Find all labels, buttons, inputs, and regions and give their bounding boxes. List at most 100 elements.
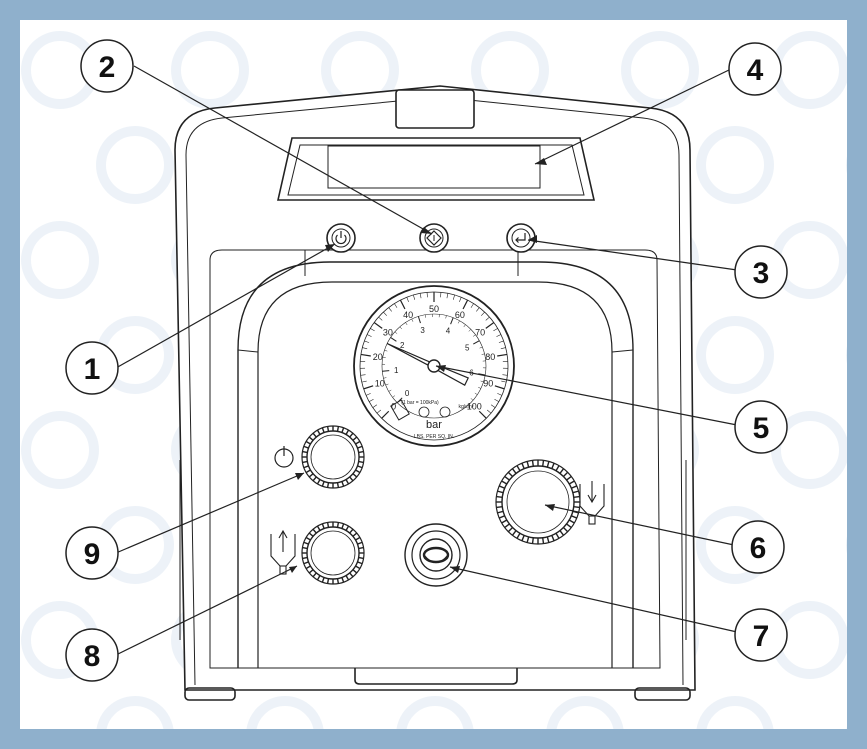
gauge-tick [394,303,398,308]
knob-knurl [498,515,506,519]
svg-text:8: 8 [84,640,101,673]
gauge-bar-label: 5 [465,343,470,352]
watermark-ring [546,696,624,749]
gauge-bar-label: 4 [446,327,451,336]
gauge-psi-label: 20 [373,352,383,362]
gauge-bar-tick [474,392,478,395]
callout-4: 4 [728,42,782,96]
knob-knurl [526,536,530,543]
gauge-tick [476,307,480,312]
gauge-psi-label: 60 [455,310,465,320]
gauge-tick [498,340,504,343]
gauge-bar-tick [394,331,398,334]
knob-knurl [559,530,565,536]
gauge-tick [378,316,383,321]
gauge-bar-tick [480,380,484,383]
svg-text:3: 3 [753,257,770,290]
svg-text:5: 5 [753,412,770,445]
gauge-bar-tick [390,337,397,342]
gauge-tick [364,340,370,343]
knob-knurl [511,530,517,536]
gauge-bar-tick [392,395,396,398]
knob-knurl [551,534,555,542]
gauge-bar-tick [425,314,427,318]
knob-knurl [573,506,580,509]
gauge-bar-tick [388,389,392,392]
syringe-up-icon [270,529,296,575]
gauge-tick [462,299,469,310]
gauge-tick [388,307,392,312]
gauge-bar-tick [385,383,389,386]
air-outlet-fitting[interactable] [404,523,468,587]
gauge-tick [485,316,490,321]
display-window [276,137,596,201]
gauge-bar-tick [463,324,466,328]
knob-knurl [542,537,545,544]
gauge-bar-tick [382,356,386,358]
gauge-stop-pin [390,399,410,421]
gauge-screw-right [439,406,451,418]
gauge-tick [372,404,378,408]
gauge-ticks [360,292,508,419]
gauge-bar-tick [383,377,387,379]
gauge-tick [360,374,366,376]
gauge-bar-tick [481,353,485,355]
knob-knurl [570,515,578,519]
gauge-tick [486,409,492,414]
callout-3: 3 [734,245,788,299]
callout-6: 6 [731,520,785,574]
pressure-knob[interactable] [495,459,581,545]
knob-knurl [551,462,555,470]
watermark-ring [771,411,849,489]
knob-knurl [572,490,579,494]
knob-knurl [516,465,521,472]
knob-knurl [559,468,565,474]
vacuum-knob[interactable] [301,521,365,585]
gauge-tick [481,311,485,316]
gauge-tick [362,347,368,350]
knob-knurl [542,460,545,467]
gauge-tick [373,322,383,329]
knob-knurl [498,485,506,489]
leader-lines [115,65,738,656]
gauge-tick [497,393,503,396]
watermark-ring [96,696,174,749]
watermark-ring [621,31,699,109]
gauge-tick [383,311,387,316]
watermark-ring [246,696,324,749]
timer-knob[interactable] [301,425,365,489]
knob-knurl [562,471,569,478]
gauge-bar-tick [399,326,403,330]
gauge-psi-label: 0 [391,401,396,411]
callout-5: 5 [734,400,788,454]
svg-text:6: 6 [750,532,767,565]
gauge-tick [419,293,422,299]
gauge-psi-label: 40 [403,310,413,320]
gauge-tick [399,299,406,310]
gauge-bar-tick [405,322,408,326]
knob-knurl [516,532,521,539]
gauge-bar-tick [384,349,388,352]
watermark-ring [696,316,774,394]
knob-knurl [501,480,508,485]
watermark-ring [21,221,99,299]
gauge-bar-label: 0 [405,389,410,398]
knob-knurl [521,462,525,470]
syringe-down-icon [579,481,605,525]
gauge-tick [369,398,374,402]
gauge-tick [452,294,455,300]
gauge-tick [406,297,409,302]
gauge-tick [361,380,367,383]
knob-knurl [570,485,578,489]
knob-knurl [555,532,560,539]
watermark-ring [396,696,474,749]
svg-text:9: 9 [84,538,101,571]
gauge-tick [459,297,462,302]
watermark-ring [771,31,849,109]
knob-knurl [504,475,510,481]
enter-button[interactable] [506,223,536,253]
gauge-bar-tick [450,317,454,325]
gauge-bar-label: 2 [400,341,405,350]
